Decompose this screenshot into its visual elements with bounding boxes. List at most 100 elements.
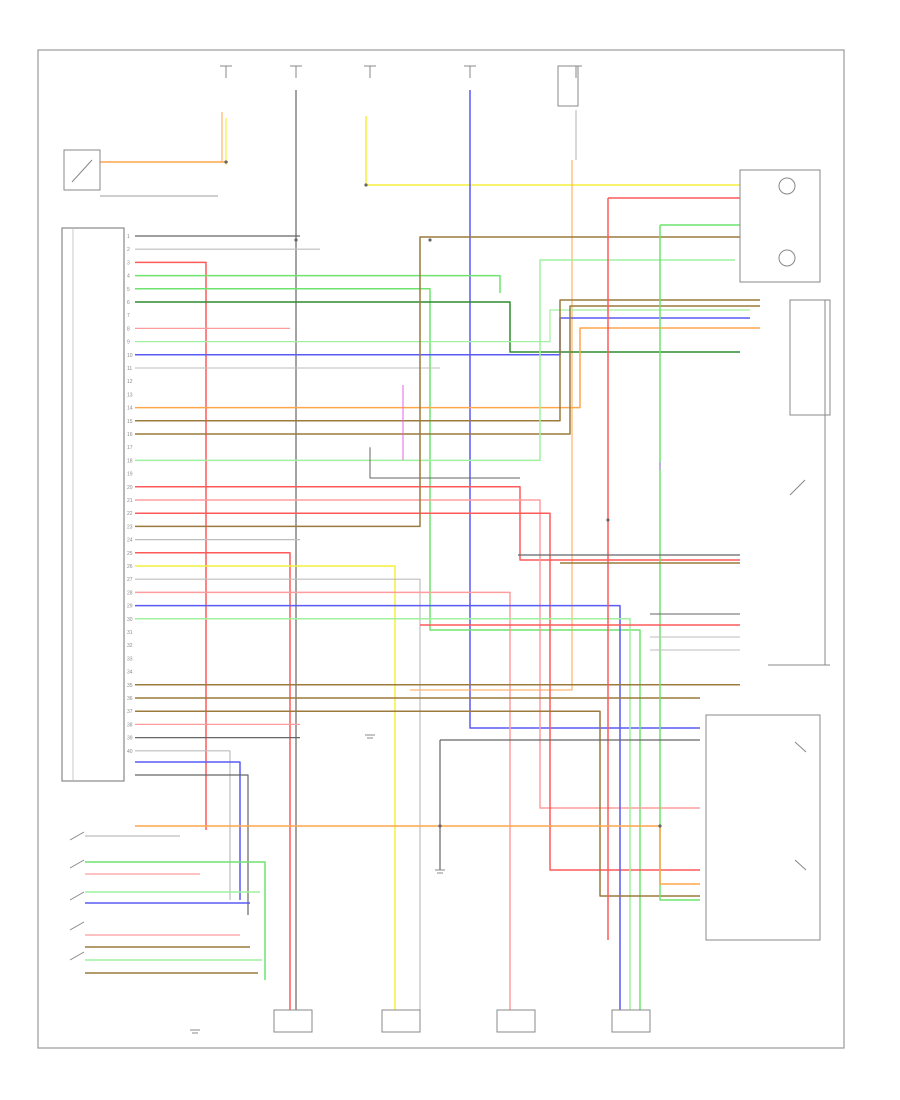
- ecu-pin-number: 16: [127, 432, 133, 438]
- splice-dot: [428, 238, 432, 242]
- brake-switch-contact: [71, 159, 93, 183]
- ecu-pin-number: 21: [127, 498, 133, 504]
- ecu-pin-number: 38: [127, 722, 133, 728]
- wheel-sensor-box: [496, 1009, 536, 1033]
- component-layer: [61, 65, 831, 1034]
- ecu-pin-number: 2: [127, 247, 130, 253]
- label-layer: 1234567891011121314151617181920212223242…: [127, 234, 133, 755]
- relay-contact-a: [794, 741, 807, 753]
- splice-dot: [294, 238, 298, 242]
- wire: [135, 261, 207, 830]
- wire: [135, 301, 740, 353]
- ecu-pin-number: 12: [127, 379, 133, 385]
- wire: [135, 618, 631, 1010]
- ecu-pin-number: 36: [127, 696, 133, 702]
- wire: [135, 604, 621, 1010]
- pump-motor-relay-box: [705, 714, 821, 941]
- relay-coil-2: [778, 249, 796, 267]
- wire: [135, 305, 760, 435]
- ecu-pin-number: 32: [127, 643, 133, 649]
- wire: [135, 236, 740, 528]
- wire: [135, 552, 291, 1010]
- ecu-pin-number: 1: [127, 234, 130, 240]
- wire: [135, 259, 735, 462]
- ecu-pin-number: 27: [127, 577, 133, 583]
- ecu-pin-number: 24: [127, 538, 133, 544]
- wire: [135, 309, 750, 343]
- transmission-connector: [557, 65, 579, 107]
- wire: [135, 565, 396, 1010]
- ecu-pin-number: 34: [127, 670, 133, 676]
- splice-dot: [658, 824, 662, 828]
- ecu-connector-box: [61, 227, 125, 782]
- wheel-sensor-box: [273, 1009, 313, 1033]
- wire: [135, 750, 231, 900]
- wire: [135, 274, 501, 293]
- ecu-pin-number: 29: [127, 604, 133, 610]
- pressure-switch: [789, 479, 806, 496]
- ecu-pin-number: 11: [127, 366, 132, 372]
- switch-symbol: [69, 891, 85, 901]
- wire: [135, 486, 740, 561]
- splice-dot: [606, 518, 610, 522]
- ecu-pin-number: 5: [127, 287, 130, 293]
- ecu-pin-number: 3: [127, 260, 130, 266]
- ecu-pin-number: 26: [127, 564, 133, 570]
- wire: [135, 288, 641, 1010]
- ecu-pin-number: 33: [127, 656, 133, 662]
- ecu-pin-number: 17: [127, 445, 133, 451]
- switch-symbol: [69, 859, 85, 869]
- wire: [369, 447, 520, 479]
- splice-dot: [224, 160, 228, 164]
- ecu-pin-number: 8: [127, 326, 130, 332]
- ecu-pin-number: 22: [127, 511, 133, 517]
- ecu-pin-number: 7: [127, 313, 130, 319]
- relay-terminal-box: [789, 299, 831, 416]
- wire: [135, 710, 700, 897]
- ecu-pin-number: 40: [127, 749, 133, 755]
- splice-dot: [438, 824, 442, 828]
- wire: [135, 327, 760, 409]
- wire: [410, 160, 573, 691]
- wire: [659, 225, 700, 901]
- relay-coil-1: [778, 177, 796, 195]
- ecu-pin-number: 19: [127, 472, 133, 478]
- wire: [135, 825, 700, 885]
- ecu-pin-number: 23: [127, 524, 133, 530]
- ecu-pin-number: 30: [127, 617, 133, 623]
- wire: [135, 774, 249, 915]
- splice-dot: [364, 183, 368, 187]
- wire: [85, 861, 266, 980]
- switch-symbol: [69, 951, 85, 961]
- wire-layer: [85, 90, 760, 1010]
- wheel-sensor-box: [611, 1009, 651, 1033]
- wire: [135, 761, 241, 900]
- ecu-pin-number: 9: [127, 340, 130, 346]
- wheel-sensor-box: [381, 1009, 421, 1033]
- relay-box-1: [739, 169, 821, 283]
- ecu-pin-number: 31: [127, 630, 133, 636]
- ecu-pin-number: 6: [127, 300, 130, 306]
- ecu-pin-number: 37: [127, 709, 133, 715]
- ecu-pin-number: 39: [127, 736, 133, 742]
- wire: [365, 116, 740, 186]
- relay-contact-b: [794, 859, 807, 871]
- wire: [135, 591, 511, 1010]
- ecu-pin-number: 14: [127, 406, 133, 412]
- brake-switch-box: [63, 149, 101, 191]
- ecu-pin-number: 10: [127, 353, 133, 359]
- switch-symbol: [69, 921, 85, 931]
- ecu-pin-number: 4: [127, 274, 130, 280]
- switch-symbol: [69, 831, 85, 841]
- wire: [135, 512, 700, 871]
- ecu-pin-number: 25: [127, 551, 133, 557]
- wire: [135, 317, 750, 356]
- ecu-pin-number: 20: [127, 485, 133, 491]
- ecu-pin-number: 35: [127, 683, 133, 689]
- ecu-pin-number: 18: [127, 458, 133, 464]
- ecu-pin-number: 13: [127, 392, 133, 398]
- ecu-pin-number: 15: [127, 419, 133, 425]
- diagram-border: [37, 49, 845, 1049]
- wire: [135, 578, 421, 1010]
